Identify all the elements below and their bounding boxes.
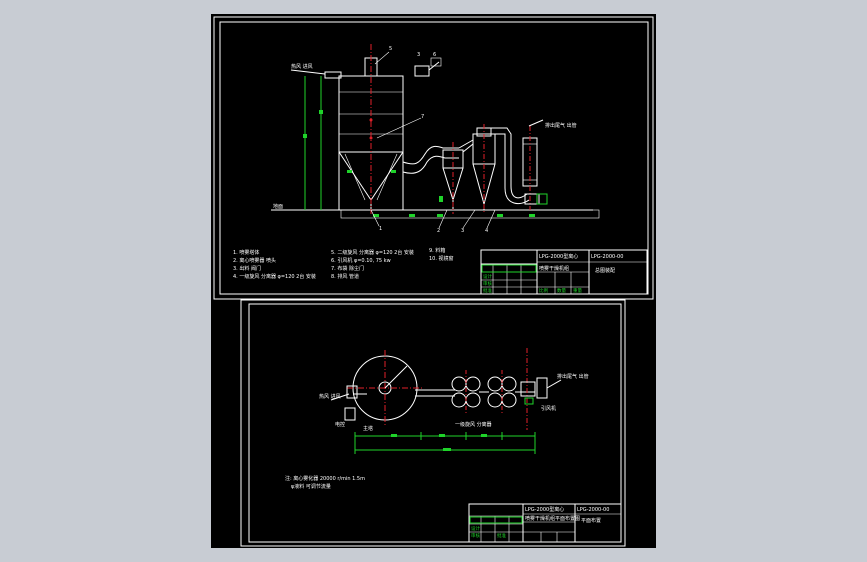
bottom-drawing-code: LPG-2000-00 — [577, 507, 609, 513]
bottom-drawing-type: 平面布置 — [581, 517, 601, 524]
bottom-row-design: 设计 — [471, 525, 480, 532]
plan-cyclones — [451, 370, 535, 414]
top-drawing-name: LPG-2000型离心 — [539, 253, 578, 260]
top-drawing-name2: 喷雾干燥机组 — [539, 265, 569, 272]
part-5: 5. 二级旋风 分离器 φ=120 2台 安装 — [331, 249, 414, 256]
drawing-sheet — [211, 14, 656, 548]
part-7: 7. 布袋 除尘门 — [331, 265, 364, 272]
cyclone-label: 一级旋风 分离器 — [455, 421, 492, 428]
top-drawing-code: LPG-2000-00 — [591, 254, 623, 260]
cyclone-2 — [472, 124, 496, 214]
ground-label: 地面 — [273, 203, 283, 210]
duct-to-cyclone1 — [402, 145, 459, 165]
part-3: 3. 出料 阀门 — [233, 265, 261, 272]
top-row-design: 设计 — [483, 273, 492, 280]
top-wind-label: 热风 进风 — [291, 63, 313, 70]
top-col-qty: 数量 — [557, 287, 566, 294]
plan-view: 热风 进风 排出尾气 出管 引风机 一级旋 — [240, 299, 626, 547]
title-block-bottom: LPG-2000型离心 喷雾干燥机组平面布置图 LPG-2000-00 平面布置… — [468, 503, 622, 543]
bottom-wind-label: 热风 进风 — [319, 393, 341, 400]
control-box — [344, 407, 356, 421]
cad-drawing: 地面 热风 进风 — [213, 16, 654, 547]
plan-duct — [415, 389, 455, 397]
plan-tower — [346, 350, 423, 426]
part-2: 2. 离心喷雾器 喷头 — [233, 257, 276, 264]
elevation-inner-frame — [219, 21, 649, 295]
callout-2: 2 — [437, 228, 440, 234]
plan-note-1: 注: 离心雾化器 20000 r/min 1.5m — [285, 475, 365, 482]
part-4: 4. 一级旋风 分离器 φ=120 2台 安装 — [233, 273, 316, 280]
top-col-scale: 比例 — [539, 287, 548, 294]
callout-5: 5 — [389, 46, 392, 52]
part-1: 1. 喷雾塔体 — [233, 249, 259, 256]
parts-list: 1. 喷雾塔体 2. 离心喷雾器 喷头 3. 出料 阀门 4. 一级旋风 分离器… — [233, 247, 454, 280]
part-10: 10. 视镜窗 — [429, 255, 454, 262]
part-6: 6. 引风机 φ=0.10, 75 kw — [331, 257, 391, 264]
cyclone-1 — [442, 142, 464, 214]
top-col-weight: 重量 — [573, 287, 582, 294]
foundation-slab — [340, 209, 600, 219]
callout-7: 7 — [421, 114, 424, 120]
plan-fan — [520, 348, 562, 430]
top-drawing-type: 总图装配 — [595, 267, 615, 274]
elevation-view: 地面 热风 进风 — [213, 16, 654, 300]
tower-label: 主塔 — [363, 425, 373, 432]
callout-3: 3 — [417, 52, 420, 58]
spray-tower — [324, 44, 404, 214]
part-9: 9. 料箱 — [429, 247, 445, 254]
exhaust-duct — [491, 127, 528, 199]
bottom-exhaust-label: 排出尾气 出管 — [557, 373, 589, 380]
bottom-row-approve: 批准 — [497, 532, 506, 539]
plan-note-2: ψ液料 可调节流量 — [291, 483, 331, 490]
plan-outer-frame — [240, 299, 626, 547]
bottom-drawing-name2: 喷雾干燥机组平面布置图 — [525, 515, 580, 522]
bottom-drawing-name: LPG-2000型离心 — [525, 506, 564, 513]
fan-label: 引风机 — [541, 405, 556, 412]
top-exhaust-label: 排出尾气 出管 — [545, 122, 577, 129]
callout-4: 4 — [485, 228, 488, 234]
part-8: 8. 排风 管道 — [331, 273, 359, 280]
atomizer-drive — [414, 57, 442, 77]
title-block-top: LPG-2000型离心 喷雾干燥机组 LPG-2000-00 总图装配 设计 审… — [480, 249, 648, 295]
bottom-row-review: 审核 — [471, 532, 480, 539]
elevation-outer-frame — [213, 16, 654, 300]
top-row-review: 审核 — [483, 280, 492, 287]
callout-6: 6 — [433, 52, 436, 58]
wind-leader — [290, 69, 326, 75]
callout-3b: 3 — [461, 228, 464, 234]
top-row-approve: 批准 — [483, 287, 492, 294]
induced-fan — [522, 119, 548, 210]
side-label: 电控 — [335, 421, 345, 428]
callout-1: 1 — [379, 226, 382, 232]
plan-inner-frame — [248, 303, 622, 543]
